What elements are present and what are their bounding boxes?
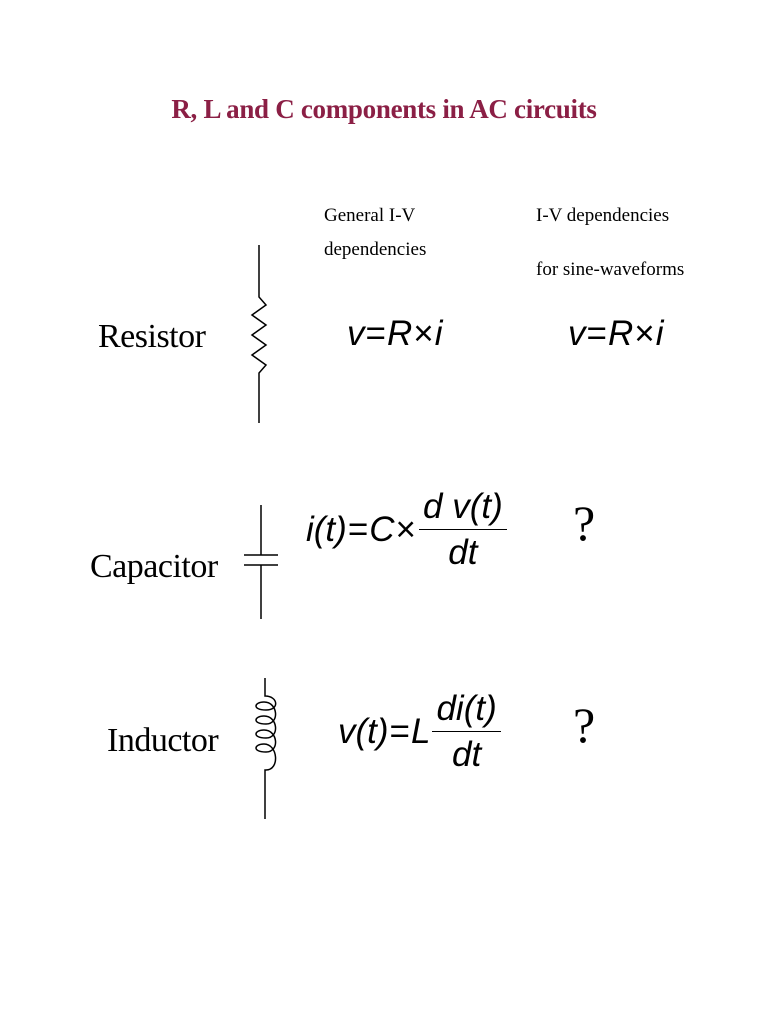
eq-times: ×: [413, 314, 434, 353]
eq-L: L: [411, 712, 431, 751]
resistor-general-equation: v = R × i: [347, 314, 442, 354]
eq-denominator: dt: [452, 734, 482, 774]
eq-times: ×: [395, 510, 416, 549]
inductor-label: Inductor: [107, 722, 219, 759]
sine-header-line2: for sine-waveforms: [536, 259, 685, 280]
inductor-sine-unknown: ?: [573, 697, 596, 753]
sine-column-header: I-V dependencies for sine-waveforms: [536, 199, 684, 287]
eq-numerator: d v(t): [419, 487, 507, 530]
inductor-icon: [255, 678, 277, 819]
eq-v: v: [347, 314, 365, 353]
capacitor-icon: [244, 505, 278, 619]
general-header-line2: dependencies: [324, 239, 427, 260]
general-column-header: General I-V dependencies: [324, 199, 426, 267]
inductor-general-equation: v(t) = L di(t) dt: [338, 689, 501, 774]
eq-lhs: v(t): [338, 712, 389, 751]
resistor-label: Resistor: [98, 318, 206, 355]
eq-v: v: [568, 314, 586, 353]
eq-times: ×: [634, 314, 655, 353]
eq-fraction: d v(t) dt: [419, 487, 507, 572]
eq-equals: =: [365, 314, 386, 353]
page-title: R, L and C components in AC circuits: [171, 94, 597, 124]
eq-fraction: di(t) dt: [432, 689, 501, 774]
eq-R: R: [386, 314, 413, 353]
eq-equals: =: [347, 510, 369, 549]
eq-equals: =: [389, 712, 410, 751]
eq-i: i: [434, 314, 443, 353]
general-header-line1: General I-V: [324, 205, 416, 226]
eq-C: C: [369, 510, 395, 549]
eq-R: R: [607, 314, 634, 353]
capacitor-sine-unknown: ?: [573, 495, 596, 551]
eq-numerator: di(t): [432, 689, 501, 732]
eq-denominator: dt: [448, 532, 478, 572]
eq-equals: =: [586, 314, 607, 353]
eq-i: i: [655, 314, 664, 353]
resistor-icon: [250, 245, 268, 423]
capacitor-general-equation: i(t) = C × d v(t) dt: [306, 487, 507, 572]
resistor-sine-equation: v = R × i: [568, 314, 663, 354]
eq-lhs: i(t): [306, 510, 347, 549]
capacitor-label: Capacitor: [90, 548, 218, 585]
sine-header-line1: I-V dependencies: [536, 205, 670, 226]
